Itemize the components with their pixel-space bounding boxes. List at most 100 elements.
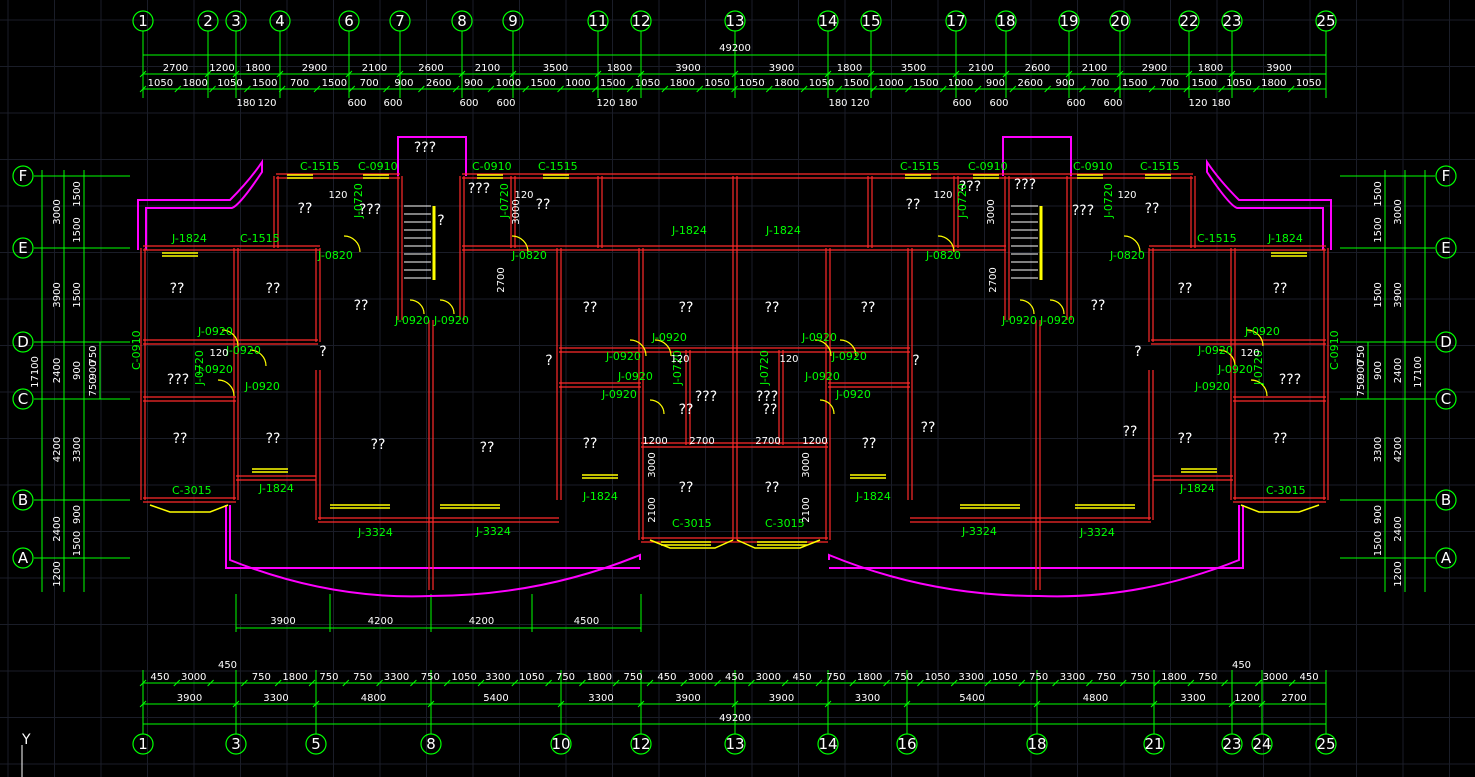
dim-text: 3300	[384, 672, 409, 683]
dim-tick	[579, 679, 586, 687]
room-name: ??	[765, 480, 780, 496]
axis-bubble	[896, 733, 918, 755]
room-name: ??	[679, 402, 694, 418]
dim-tick	[1185, 70, 1193, 78]
axis-number: 21	[1144, 735, 1163, 753]
dim-text: 120	[257, 98, 276, 109]
dim-text: 600	[459, 98, 478, 109]
dim-text: 1800	[1261, 78, 1286, 89]
room-name: ?	[319, 344, 326, 360]
dim-tick	[1287, 85, 1295, 93]
dim-total: 49200	[719, 43, 751, 54]
dim-text: 1050	[992, 672, 1017, 683]
dim-text-vertical: 1500	[1373, 181, 1384, 206]
dim-text: 2600	[418, 63, 443, 74]
dim-text: 1050	[739, 78, 764, 89]
dim-text-vertical: 750	[1356, 345, 1367, 364]
axis-letter: C	[1441, 390, 1451, 408]
dim-text: 1200	[209, 63, 234, 74]
dim-text: 900	[1055, 78, 1074, 89]
room-name: ?	[545, 353, 552, 369]
axis-number: 10	[551, 735, 570, 753]
window-label: C-1515	[1140, 160, 1180, 173]
axis-bubble	[1026, 733, 1048, 755]
room-name: ??	[763, 402, 778, 418]
dim-tick	[1113, 85, 1121, 93]
axis-number: 8	[457, 12, 467, 30]
axis-number: 22	[1179, 12, 1198, 30]
door-swing	[839, 339, 857, 357]
building-outline	[137, 136, 1332, 598]
dim-tick	[545, 679, 552, 687]
dim-text-vertical: 2400	[52, 516, 63, 541]
dim-tick	[748, 679, 755, 687]
axis-bubble	[1435, 489, 1457, 511]
door-swing	[1246, 329, 1264, 347]
dim-tick	[1228, 700, 1236, 708]
door-label: J-0920	[197, 325, 233, 338]
dim-tick	[903, 700, 911, 708]
dim-tick	[626, 85, 634, 93]
dim-tick	[209, 85, 216, 93]
dim-tick	[939, 85, 947, 93]
dim-text: 3900	[769, 693, 794, 704]
door-label: J-0920	[1244, 325, 1280, 338]
door-label: J-0920	[835, 388, 871, 401]
dim-text: 120	[1240, 348, 1259, 359]
axis-bubble	[1143, 733, 1165, 755]
dim-text: 3000	[1263, 672, 1288, 683]
dim-text: 1050	[925, 672, 950, 683]
dim-text: 1800	[1161, 672, 1186, 683]
room-name: ???	[1279, 372, 1301, 388]
dim-text: 450	[1232, 660, 1251, 671]
outline-right	[828, 158, 1332, 598]
room-name: ?	[912, 353, 919, 369]
dim-text-vertical: 750	[1356, 377, 1367, 396]
room-name: ??	[170, 281, 185, 297]
dim-tick	[637, 700, 645, 708]
door-label: J-0720	[193, 350, 206, 386]
axis-letter: D	[1440, 333, 1452, 351]
axis-bubble	[225, 10, 247, 32]
dim-text: 600	[1066, 98, 1085, 109]
dim-text-vertical: 750	[88, 345, 99, 364]
room-name: ??	[679, 300, 694, 316]
dim-text: 3300	[588, 693, 613, 704]
axis-bubble	[197, 10, 219, 32]
dim-text-vertical: 2100	[647, 497, 658, 522]
door-label: J-3324	[475, 525, 511, 538]
window-label: C-3015	[1266, 484, 1306, 497]
dim-tick	[313, 85, 321, 93]
dim-text-vertical: 1200	[52, 561, 63, 586]
axis-number: 14	[818, 735, 837, 753]
dim-tick	[173, 679, 181, 687]
walls	[140, 173, 1329, 590]
dim-tick	[452, 85, 460, 93]
dim-text: 120	[779, 354, 798, 365]
dim-text: 700	[290, 78, 309, 89]
dim-tick	[458, 70, 466, 78]
dim-text: 1000	[948, 78, 973, 89]
dim-tick	[204, 70, 212, 78]
door-swing	[1019, 299, 1035, 315]
dim-tick	[443, 679, 451, 687]
dim-text-vertical: 3300	[1373, 437, 1384, 462]
window-label: C-1515	[900, 160, 940, 173]
dim-tick	[1079, 85, 1086, 93]
dim-tick	[731, 70, 739, 78]
room-name: ??	[480, 440, 495, 456]
dim-text: 3900	[769, 63, 794, 74]
dim-text: 3000	[756, 672, 781, 683]
door-label: J-0920	[433, 314, 469, 327]
room-name: ??	[861, 300, 876, 316]
room-name: ??	[1145, 201, 1160, 217]
window-label: C-3015	[172, 484, 212, 497]
dim-tick	[867, 70, 875, 78]
dim-tick	[883, 679, 890, 687]
bay-window	[736, 539, 821, 549]
dim-text: 120	[1117, 190, 1136, 201]
window-label: C-0910	[1328, 330, 1341, 370]
room-name: ??	[354, 298, 369, 314]
door-label: J-0920	[605, 350, 641, 363]
